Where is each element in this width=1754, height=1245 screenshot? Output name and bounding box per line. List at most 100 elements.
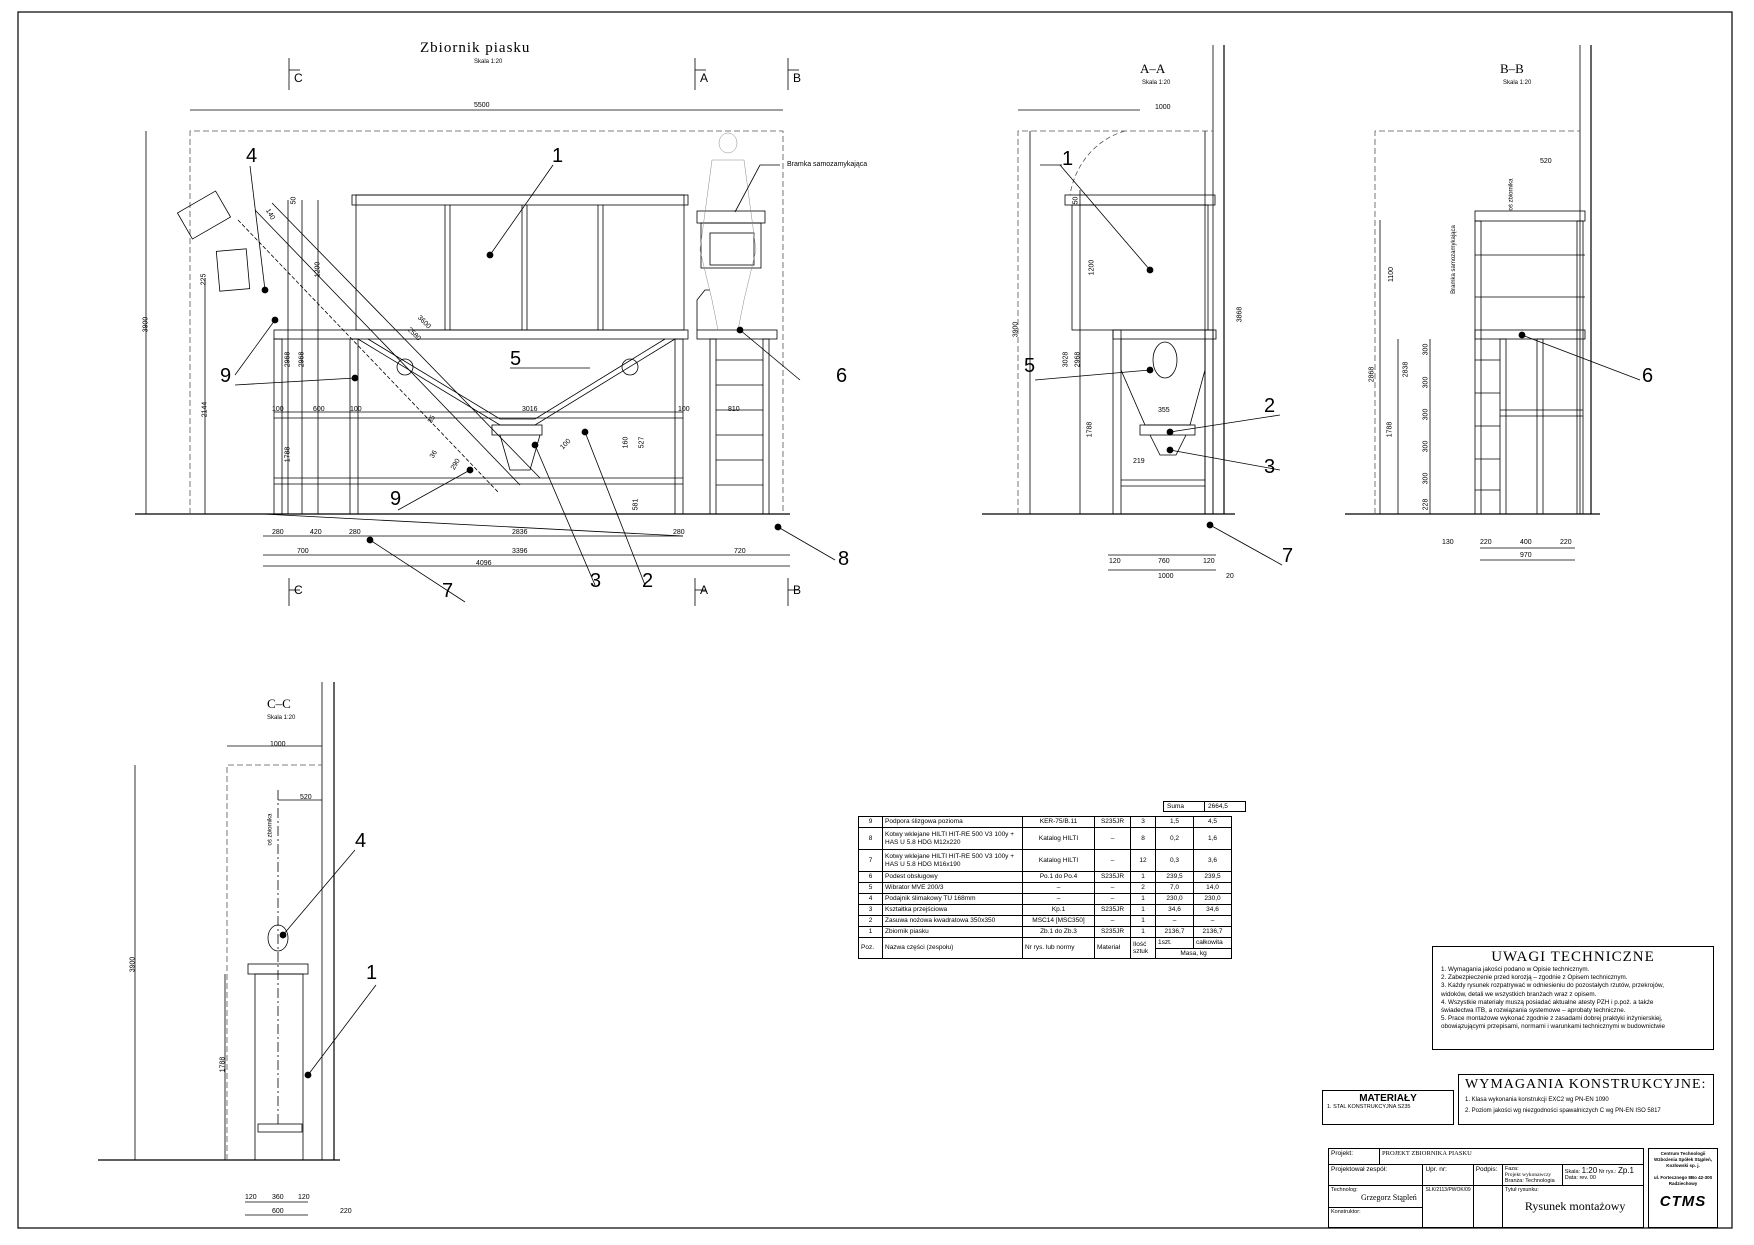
- aa-callout-7: 7: [1282, 545, 1294, 567]
- bb-axis-label: oś zbiornika: [1508, 178, 1515, 211]
- dim: 100: [272, 406, 284, 413]
- table-cell: 4: [858, 893, 883, 905]
- dim: 520: [300, 794, 312, 801]
- table-cell: –: [1022, 893, 1095, 905]
- dim: 527: [638, 436, 646, 449]
- dim: 219: [1133, 458, 1145, 465]
- dim: 300: [1422, 408, 1430, 421]
- technical-notes: UWAGI TECHNICZNE 1. Wymagania jakości po…: [1432, 946, 1714, 1050]
- dim: 1200: [314, 261, 322, 278]
- dim: 300: [1422, 472, 1430, 485]
- cc-scale: Skala 1:20: [267, 715, 296, 721]
- dim: 355: [1158, 407, 1170, 414]
- table-cell: 34,6: [1193, 904, 1232, 916]
- table-cell: 9: [858, 816, 883, 828]
- table-cell: 2136,7: [1193, 926, 1232, 938]
- callout-9a: 9: [220, 365, 232, 387]
- materials-box: MATERIAŁY 1. STAL KONSTRUKCYJNA S235: [1322, 1090, 1454, 1125]
- bb-gate-label: Bramka samozamykająca: [1450, 225, 1457, 294]
- table-cell: 34,6: [1155, 904, 1194, 916]
- dim: 3900: [142, 316, 150, 333]
- header-drawing: Nr rys. lub normy: [1022, 937, 1095, 959]
- tb-team-label: Projektował zespół:: [1327, 1164, 1424, 1186]
- dim: 2836: [512, 529, 528, 536]
- table-cell: 4,5: [1193, 816, 1232, 828]
- table-cell: 1: [1130, 893, 1156, 905]
- table-cell: 0,3: [1155, 849, 1194, 872]
- table-cell: Katalog HILTI: [1022, 849, 1095, 872]
- dim: 3028: [1062, 351, 1070, 368]
- callout-3: 3: [590, 570, 602, 592]
- main-gate-label: Bramka samozamykająca: [787, 161, 868, 168]
- dim: 120: [1109, 558, 1121, 565]
- person-outline: [699, 132, 757, 331]
- dim: 280: [349, 529, 361, 536]
- bb-scale: Skala 1:20: [1503, 80, 1532, 86]
- note-line: 4. Wszystkie materiały muszą posiadać ak…: [1441, 998, 1654, 1006]
- requirements-box: WYMAGANIA KONSTRUKCYJNE: 1. Klasa wykona…: [1458, 1074, 1714, 1125]
- callout-9b: 9: [390, 488, 402, 510]
- table-cell: KER-75/B.11: [1022, 816, 1095, 828]
- table-cell: 1: [1130, 926, 1156, 938]
- requirements-title: WYMAGANIA KONSTRUKCYJNE:: [1465, 1077, 1707, 1092]
- dim: 130: [1442, 539, 1454, 546]
- dim: 220: [340, 1208, 352, 1215]
- dim: 700: [297, 548, 309, 555]
- company-box: Centrum Technologii Wzbożenia Spółek Stą…: [1648, 1148, 1718, 1228]
- main-title: Zbiornik piasku: [420, 40, 531, 56]
- header-mass: Masa, kg: [1155, 947, 1232, 959]
- callout-1: 1: [552, 145, 564, 167]
- top-frame-beam: [273, 329, 689, 340]
- view-aa: [982, 45, 1283, 571]
- tb-branch-value: Technologia: [1525, 1178, 1555, 1184]
- section-mark-b-top: B: [793, 71, 802, 85]
- table-cell: –: [1094, 849, 1131, 872]
- tb-phase: Faza: Projekt wykonawczy Branża: Technol…: [1501, 1164, 1563, 1186]
- dim: 1100: [1388, 266, 1396, 283]
- table-cell: MSC14 [MSC350]: [1022, 915, 1095, 927]
- table-cell: 1,6: [1193, 827, 1232, 850]
- dim: 1000: [1155, 104, 1171, 111]
- leg-2: [349, 338, 359, 515]
- callout-5: 5: [510, 348, 522, 370]
- table-cell: 7,0: [1155, 882, 1194, 894]
- table-cell: 12: [1130, 849, 1156, 872]
- table-cell: 1: [1130, 871, 1156, 883]
- leg-1: [273, 338, 283, 515]
- transition-piece: [499, 434, 541, 471]
- tb-technologist: Grzegorz Stąpleń: [1361, 1193, 1417, 1202]
- view-cc: [98, 682, 377, 1216]
- note-line: 1. Wymagania jakości podano w Opisie tec…: [1441, 966, 1590, 973]
- note-line: 3. Każdy rysunek rozpatrywać w odniesien…: [1441, 982, 1664, 990]
- dim: 120: [298, 1194, 310, 1201]
- table-cell: 1: [1130, 915, 1156, 927]
- section-mark-c-bottom: C: [294, 583, 303, 597]
- dim: 280: [272, 529, 284, 536]
- tb-drawing-no-label: Nr rys.:: [1598, 1169, 1617, 1175]
- dim: 50: [1072, 196, 1080, 205]
- dim: 810: [728, 406, 740, 413]
- dim: 3900: [129, 956, 137, 973]
- table-cell: Kotwy wklejane HILTI HIT-RE 500 V3 100y …: [882, 827, 1023, 850]
- table-cell: –: [1193, 915, 1232, 927]
- dim: 20: [1226, 573, 1234, 580]
- parts-sum: Suma 2664,5: [1163, 801, 1246, 812]
- tb-date-label: Data:: [1564, 1175, 1578, 1181]
- dim: 1200: [1088, 259, 1096, 276]
- table-cell: 2: [1130, 882, 1156, 894]
- dim: 2968: [298, 351, 306, 368]
- dim: 228: [1422, 498, 1430, 511]
- dim: 120: [1203, 558, 1215, 565]
- table-cell: 239,5: [1193, 871, 1232, 883]
- cc-callout-1: 1: [366, 962, 378, 984]
- dim: 3396: [512, 548, 528, 555]
- table-cell: S235JR: [1094, 904, 1131, 916]
- company-logo: CTMS: [1659, 1193, 1707, 1210]
- tank-body: [355, 194, 685, 331]
- dim: 280: [673, 529, 685, 536]
